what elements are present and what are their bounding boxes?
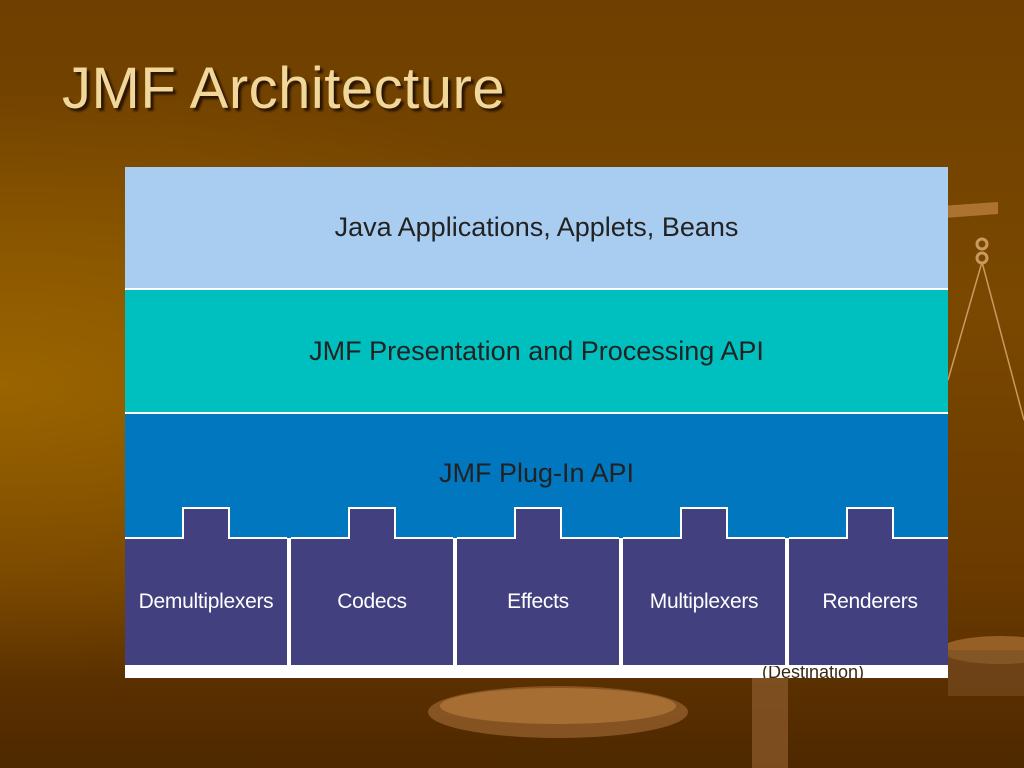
jmf-architecture-diagram: Java Applications, Applets, Beans JMF Pr… (125, 167, 948, 678)
plugin-block: Codecs (291, 537, 453, 665)
plugin-codecs: Codecs (291, 507, 453, 665)
slide-title: JMF Architecture (62, 56, 506, 121)
applications-layer-label: Java Applications, Applets, Beans (334, 212, 739, 242)
applications-layer: Java Applications, Applets, Beans (125, 167, 948, 288)
plugin-connector (182, 507, 230, 539)
plugin-block: Renderers (789, 537, 948, 665)
plugin-connector (680, 507, 728, 539)
plugin-label: Multiplexers (649, 590, 759, 613)
plugin-label: Renderers (822, 590, 918, 613)
presentation-api-layer: JMF Presentation and Processing API (125, 290, 948, 412)
plugin-connector (846, 507, 894, 539)
plugin-label: Codecs (337, 590, 407, 613)
plugin-api-layer-label: JMF Plug-In API (438, 458, 635, 488)
destination-note: (Destination) (762, 666, 865, 678)
plugin-label: Effects (507, 590, 569, 613)
plugin-renderers: Renderers (789, 507, 948, 665)
plugin-multiplexers: Multiplexers (623, 507, 785, 665)
presentation-api-layer-label: JMF Presentation and Processing API (309, 335, 764, 366)
plugin-block: Demultiplexers (125, 537, 287, 665)
plugin-block: Effects (457, 537, 619, 665)
plugin-block: Multiplexers (623, 537, 785, 665)
plugin-row: Demultiplexers Codecs Effects Multiplexe… (125, 507, 948, 665)
plugin-demultiplexers: Demultiplexers (125, 507, 287, 665)
plugin-api-layer: JMF Plug-In API (125, 414, 948, 538)
plugin-connector (514, 507, 562, 539)
plugin-label: Demultiplexers (138, 590, 274, 613)
plugin-effects: Effects (457, 507, 619, 665)
plugin-connector (348, 507, 396, 539)
